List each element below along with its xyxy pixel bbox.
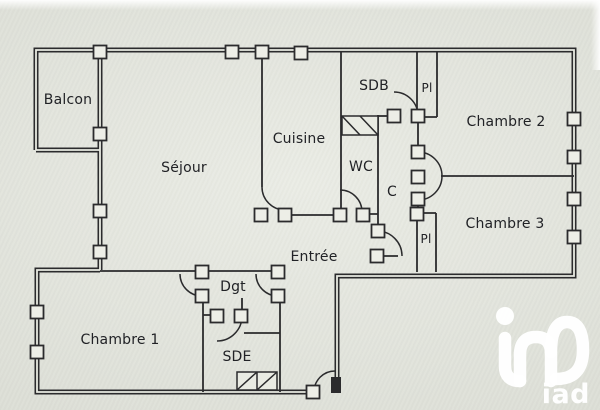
room-label-cuisine: Cuisine	[272, 131, 326, 147]
room-label-chambre-2: Chambre 2	[466, 114, 546, 130]
room-label-sdb: SDB	[359, 78, 389, 94]
room-label-chambre-3: Chambre 3	[465, 216, 545, 232]
room-label-sde: SDE	[222, 349, 252, 365]
photo-edge-top	[0, 0, 600, 10]
iad-logo-text: iad	[541, 379, 590, 410]
room-label-c: C	[387, 184, 397, 200]
room-label-sejour: Séjour	[161, 160, 207, 176]
room-label-dgt: Dgt	[220, 279, 246, 295]
wall-connector-squares	[29, 44, 582, 400]
photo-edge-right	[591, 0, 600, 70]
room-label-pl-top: Pl	[421, 81, 433, 95]
iad-logo-icon	[496, 307, 590, 388]
front-door-wall-cap	[331, 377, 341, 393]
bathtub-hatch-icon	[341, 115, 379, 136]
door-arc-chambre2-3	[417, 151, 443, 201]
room-label-chambre-1: Chambre 1	[80, 332, 160, 348]
door-arc-sejour	[261, 186, 286, 211]
room-label-balcon: Balcon	[43, 92, 93, 108]
room-label-wc: WC	[348, 159, 374, 175]
room-label-pl-bottom: Pl	[420, 232, 432, 246]
room-label-entree: Entrée	[290, 249, 338, 265]
shower-hatch-icon	[236, 371, 278, 391]
